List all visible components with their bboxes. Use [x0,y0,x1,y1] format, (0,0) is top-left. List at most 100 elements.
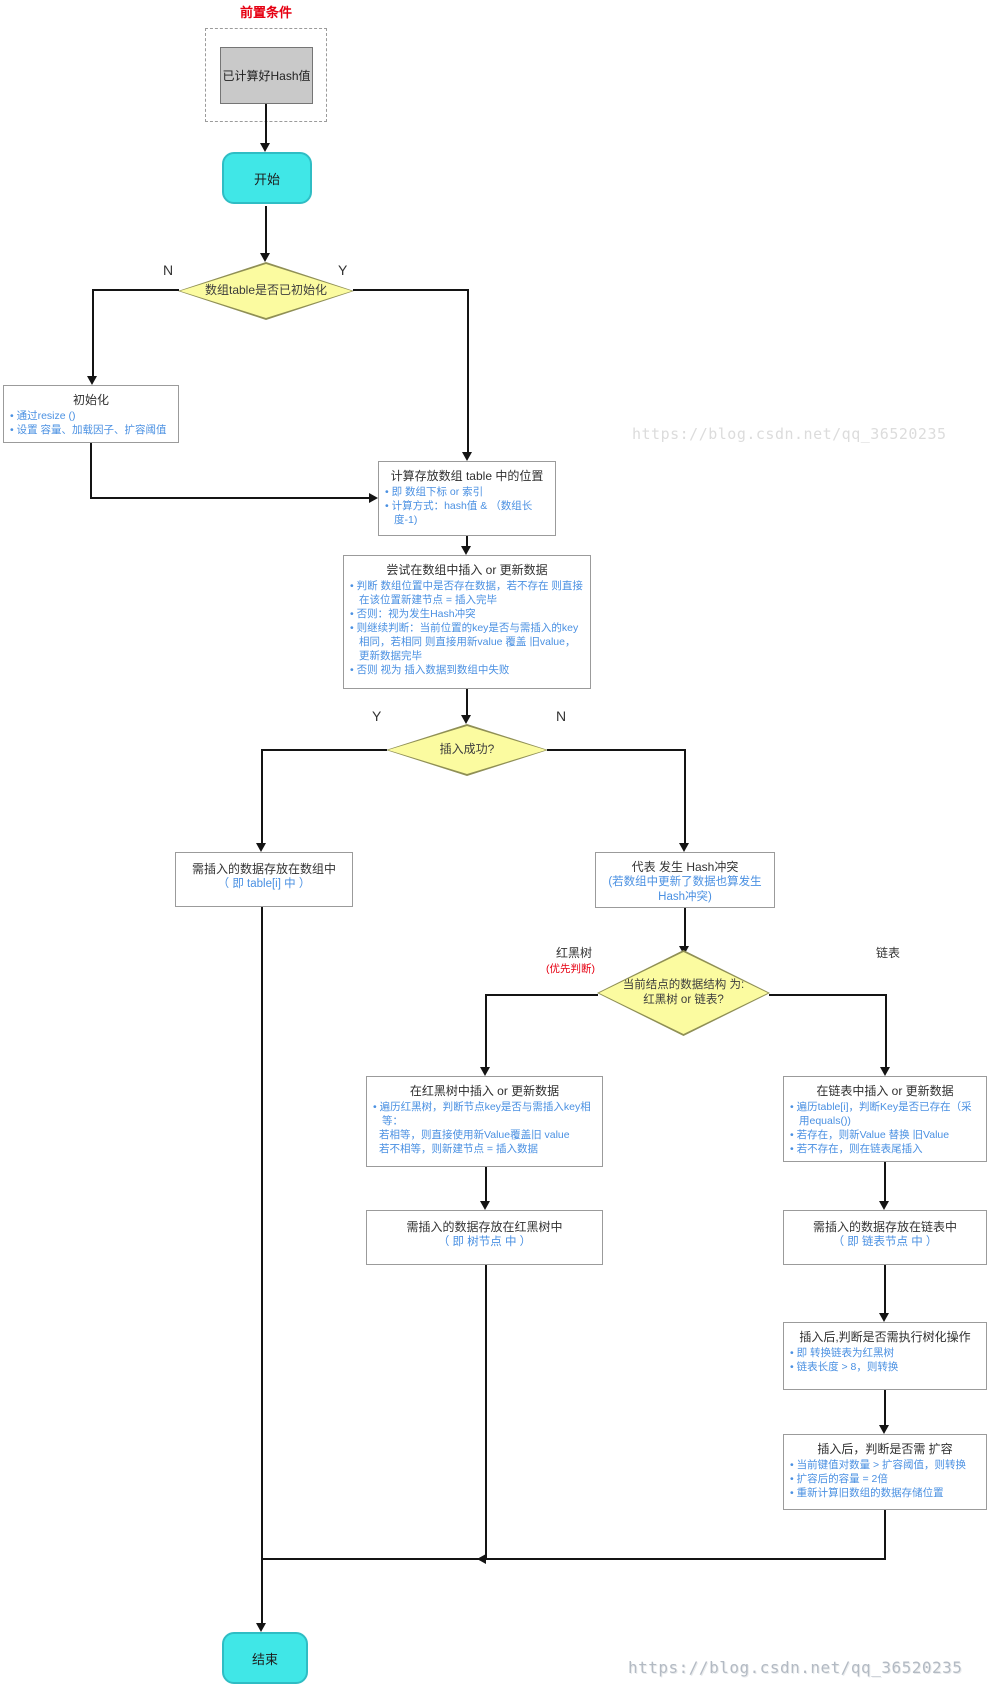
position-bullet: 计算方式：hash值 & （数组长度-1) [385,500,549,528]
connector-line [485,1167,487,1203]
arrowhead-down [256,1623,266,1632]
hash-conflict-line1: 代表 发生 Hash冲突 [631,860,739,874]
init-bullet: 通过resize () [10,410,172,424]
connector-line [92,289,94,377]
resize-box: 插入后，判断是否需 扩容 当前键值对数量 > 扩容阈值，则转换 扩容后的容量 =… [783,1434,987,1510]
connector-line [265,104,267,144]
arrowhead-down [260,253,270,262]
connector-line [885,994,887,1068]
connector-line [485,1265,487,1559]
diamond-fill: 当前结点的数据结构 为: 红黑树 or 链表? [599,952,768,1034]
resize-title: 插入后，判断是否需 扩容 [817,1442,953,1456]
hash-conflict-box: 代表 发生 Hash冲突 (若数组中更新了数据也算发生 Hash冲突) [595,852,775,908]
decision-text-line2: 红黑树 or 链表? [643,994,724,1006]
diamond-fill: 数组table是否已初始化 [180,264,352,318]
array-store-line2: （ 即 table[i] 中 ） [217,878,311,890]
try-insert-bullet: 判断 数组位置中是否存在数据，若不存在 则直接在该位置新建节点 = 插入完毕 [350,580,584,608]
connector-line [684,749,686,844]
csdn-watermark-middle: https://blog.csdn.net/qq_36520235 [632,425,947,443]
tree-insert-line: 若不相等，则新建节点 = 插入数据 [379,1142,538,1155]
list-store-line1: 需插入的数据存放在链表中 [812,1220,957,1234]
list-store-line2: （ 即 链表节点 中 ） [832,1236,938,1248]
connector-line [92,289,179,291]
arrowhead-down [880,1067,890,1076]
connector-line [90,497,370,499]
diamond-fill: 插入成功? [388,726,546,774]
treeify-title: 插入后,判断是否需执行树化操作 [799,1330,971,1344]
arrowhead-down [879,1425,889,1434]
init-box: 初始化 通过resize () 设置 容量、加载因子、扩容阈值 [3,385,179,443]
tree-insert-box: 在红黑树中插入 or 更新数据 遍历红黑树，判断节点key是否与需插入key相等… [366,1076,603,1167]
decision-text: 插入成功? [439,742,495,757]
list-insert-bullet: 若不存在，则在链表尾插入 [790,1143,980,1157]
position-bullet: 即 数组下标 or 索引 [385,486,549,500]
connector-line [884,1265,886,1314]
connector-line [884,1510,886,1559]
try-insert-box: 尝试在数组中插入 or 更新数据 判断 数组位置中是否存在数据，若不存在 则直接… [343,555,591,689]
connector-line [353,289,469,291]
arrowhead-down [879,1201,889,1210]
branch-label-yes: Y [338,262,348,278]
decision-node-structure: 当前结点的数据结构 为: 红黑树 or 链表? [597,950,770,1036]
connector-line [265,206,267,254]
tree-insert-bullet: 遍历红黑树，判断节点key是否与需插入key相等： [373,1101,596,1129]
resize-bullet: 重新计算旧数组的数据存储位置 [790,1487,980,1501]
precondition-node: 已计算好Hash值 [220,47,313,104]
connector-line [261,749,263,844]
resize-bullet: 扩容后的容量 = 2倍 [790,1473,980,1487]
end-terminal: 结束 [222,1632,308,1684]
connector-line [486,994,598,996]
branch-label-no: N [556,708,567,724]
list-store-box: 需插入的数据存放在链表中 （ 即 链表节点 中 ） [783,1210,987,1265]
connector-line [467,289,469,453]
connector-line [769,994,887,996]
treeify-box: 插入后,判断是否需执行树化操作 即 转换链表为红黑树 链表长度 > 8，则转换 [783,1322,987,1390]
arrowhead-down [879,1313,889,1322]
decision-text: 数组table是否已初始化 [204,283,328,298]
arrowhead-down [480,1201,490,1210]
connector-line [262,749,387,751]
branch-label-rbtree: 红黑树 [556,946,593,960]
arrowhead-down [461,715,471,724]
position-box: 计算存放数组 table 中的位置 即 数组下标 or 索引 计算方式：hash… [378,461,556,536]
connector-line [884,1162,886,1203]
tree-insert-title: 在红黑树中插入 or 更新数据 [409,1084,560,1098]
connector-line [261,1558,263,1625]
arrowhead-left [477,1554,486,1564]
decision-insert-success: 插入成功? [386,724,548,776]
try-insert-title: 尝试在数组中插入 or 更新数据 [386,563,548,577]
try-insert-bullet: 否则 视为 插入数据到数组中失败 [350,664,584,678]
treeify-bullet: 即 转换链表为红黑树 [790,1347,980,1361]
start-terminal: 开始 [222,152,312,204]
tree-store-line1: 需插入的数据存放在红黑树中 [406,1220,563,1234]
list-insert-box: 在链表中插入 or 更新数据 遍历table[i]，判断Key是否已存在（采用e… [783,1076,987,1162]
list-insert-bullet: 若存在，则新Value 替换 旧Value [790,1129,980,1143]
resize-bullet: 当前键值对数量 > 扩容阈值，则转换 [790,1459,980,1473]
tree-store-box: 需插入的数据存放在红黑树中 （ 即 树节点 中 ） [366,1210,603,1265]
branch-label-no: N [163,262,174,278]
arrowhead-down [260,143,270,152]
connector-line [466,536,468,548]
arrowhead-down [462,452,472,461]
tree-insert-line: 若相等，则直接使用新Value覆盖旧 value [379,1128,570,1141]
connector-line [90,443,92,499]
arrowhead-right [369,493,378,503]
arrowhead-down [679,843,689,852]
tree-store-line2: （ 即 树节点 中 ） [437,1236,532,1248]
decision-text-line1: 当前结点的数据结构 为: [622,979,745,992]
try-insert-bullet: 则继续判断：当前位置的key是否与需插入的key相同，若相同 则直接用新valu… [350,622,584,664]
position-box-title: 计算存放数组 table 中的位置 [390,469,544,483]
branch-sublabel-priority: (优先判断) [546,963,595,975]
precondition-label: 前置条件 [239,5,292,20]
connector-line [261,1558,886,1560]
connector-line [466,689,468,717]
connector-line [684,908,686,947]
connector-line [485,994,487,1068]
decision-table-initialized: 数组table是否已初始化 [178,262,354,320]
branch-label-yes: Y [372,708,382,724]
list-insert-title: 在链表中插入 or 更新数据 [816,1084,954,1098]
connector-line [884,1390,886,1427]
connector-line [261,907,263,1559]
arrowhead-down [87,376,97,385]
